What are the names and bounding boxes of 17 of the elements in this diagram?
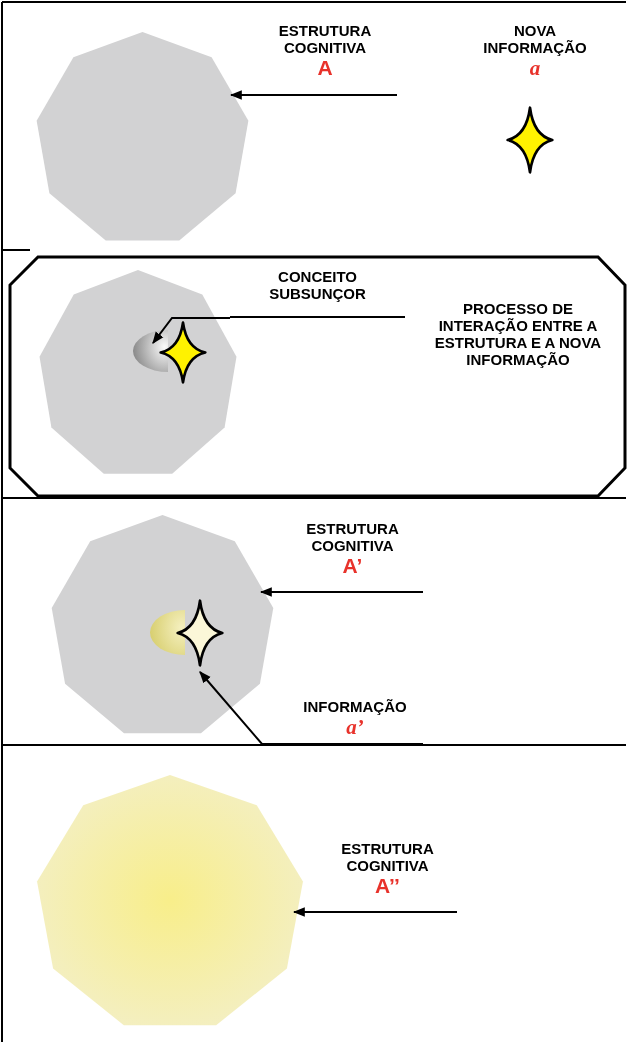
- leader-line: [152, 317, 231, 344]
- heading-text: CONCEITO SUBSUNÇOR: [230, 268, 405, 318]
- arrow: [229, 90, 398, 100]
- arrow: [292, 907, 458, 917]
- heading-text: ESTRUTURA COGNITIVA: [305, 520, 400, 554]
- letter-label: A’: [341, 554, 364, 579]
- letter-label: A: [316, 56, 334, 81]
- heading-text: ESTRUTURA COGNITIVA: [340, 840, 435, 874]
- letter-label: a: [528, 56, 542, 82]
- arrow: [259, 587, 424, 597]
- letter-label: a’: [345, 715, 365, 741]
- leader-line: [199, 671, 424, 745]
- heading-text: ESTRUTURA COGNITIVA: [277, 22, 373, 56]
- panel-caption: PROCESSO DE INTERAÇÃO ENTRE A ESTRUTURA E A NOVA INFORMAÇÃO: [433, 300, 603, 368]
- heading-text: NOVA INFORMAÇÃO: [482, 22, 588, 56]
- heading-text: INFORMAÇÃO: [302, 698, 408, 715]
- letter-label: A’’: [374, 874, 401, 899]
